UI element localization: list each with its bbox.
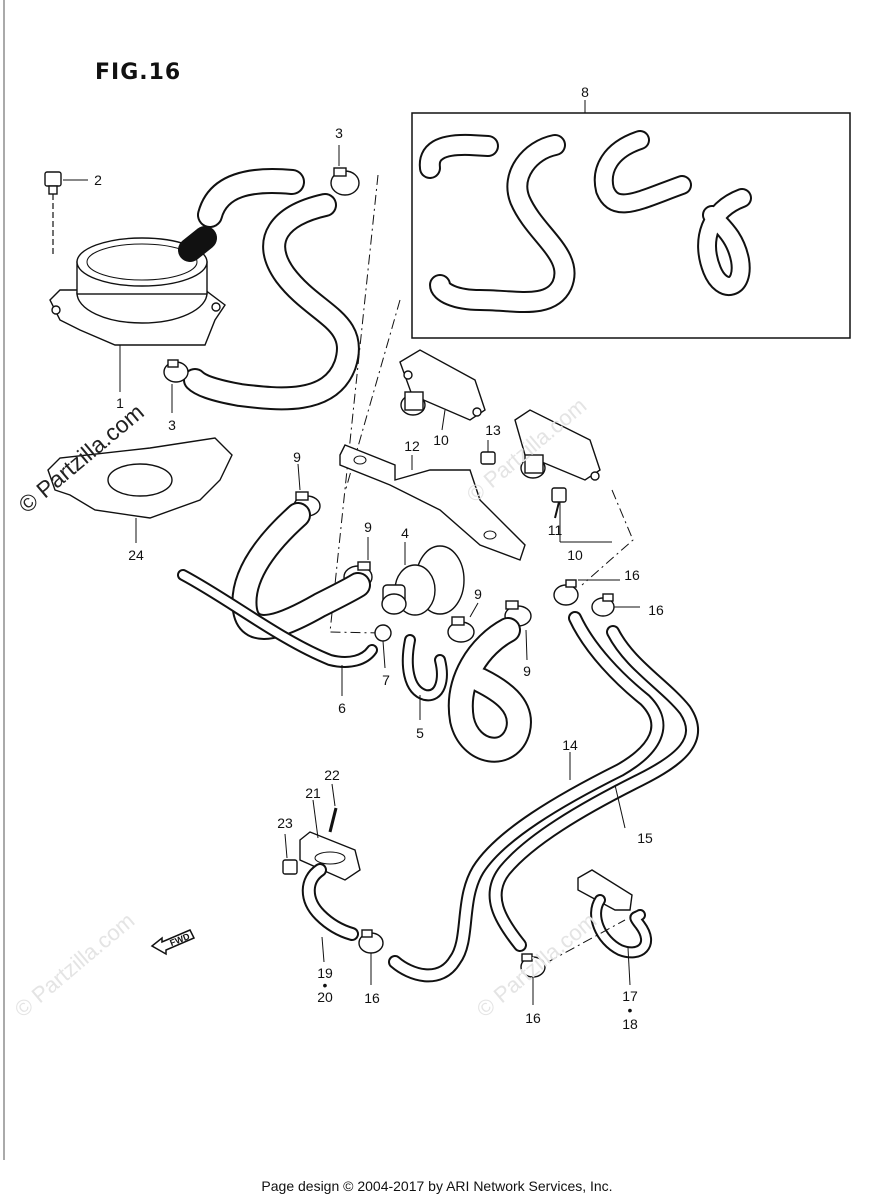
- control-valve-4: [381, 542, 465, 616]
- pipe-14-15: [388, 611, 699, 983]
- callout-5: 5: [416, 725, 424, 741]
- callout-10a: 10: [433, 432, 449, 448]
- callout-4: 4: [401, 525, 409, 541]
- clamp-16-d: [520, 953, 546, 1005]
- callout-9a: 9: [293, 449, 301, 465]
- callout-9c: 9: [474, 586, 482, 602]
- bolt-11: [551, 487, 567, 519]
- callout-17-18-dot: •: [627, 1002, 633, 1018]
- callout-21: 21: [305, 785, 321, 801]
- callout-22: 22: [324, 767, 340, 783]
- bolt-2: [44, 171, 88, 255]
- heat-shield-24: [47, 437, 233, 543]
- air-cleaner-canister: [49, 237, 226, 346]
- clamp-3-lower: [163, 359, 189, 413]
- kit-box: [411, 112, 851, 339]
- callout-9b: 9: [364, 519, 372, 535]
- callout-10b: 10: [567, 547, 583, 563]
- clamp-16-a: [553, 579, 620, 606]
- middle-hoses: [177, 502, 532, 763]
- clamp-16-b: [591, 593, 640, 617]
- callout-19-20-dot: •: [322, 977, 328, 993]
- callout-16a: 16: [624, 567, 640, 583]
- callout-11: 11: [547, 522, 563, 538]
- callout-24: 24: [128, 547, 144, 563]
- pipe-17: [547, 869, 652, 986]
- valve-10-upper: [399, 349, 486, 431]
- callout-2: 2: [94, 172, 102, 188]
- callout-14: 14: [562, 737, 578, 753]
- exhaust-connector-19: [282, 807, 361, 963]
- callout-8: 8: [581, 84, 589, 100]
- figure-title: FIG.16: [95, 60, 182, 85]
- callout-6: 6: [338, 700, 346, 716]
- callout-16b: 16: [648, 602, 664, 618]
- callout-1: 1: [116, 395, 124, 411]
- upper-hose: [178, 167, 360, 411]
- callout-9d: 9: [523, 663, 531, 679]
- page-footer: Page design © 2004-2017 by ARI Network S…: [261, 1178, 613, 1194]
- cap-7: [374, 624, 392, 642]
- valve-10-lower: [514, 409, 612, 543]
- callout-20: 20: [317, 989, 333, 1005]
- callout-15: 15: [637, 830, 653, 846]
- callout-7: 7: [382, 672, 390, 688]
- callout-18: 18: [622, 1016, 638, 1032]
- fwd-label: FWD: [168, 931, 191, 948]
- bracket-12: [339, 444, 526, 561]
- callout-3a: 3: [335, 125, 343, 141]
- callout-16c: 16: [364, 990, 380, 1006]
- fwd-arrow-icon: FWD: [150, 929, 196, 956]
- clamp-3-upper: [330, 145, 360, 196]
- callout-13: 13: [485, 422, 501, 438]
- callout-17: 17: [622, 988, 638, 1004]
- callout-16d: 16: [525, 1010, 541, 1026]
- callout-19: 19: [317, 965, 333, 981]
- clamp-9-c: [447, 616, 475, 643]
- callout-12: 12: [404, 438, 420, 454]
- clamp-16-c: [358, 929, 384, 985]
- callout-3b: 3: [168, 417, 176, 433]
- callout-23: 23: [277, 815, 293, 831]
- kit-hoses: [418, 130, 752, 313]
